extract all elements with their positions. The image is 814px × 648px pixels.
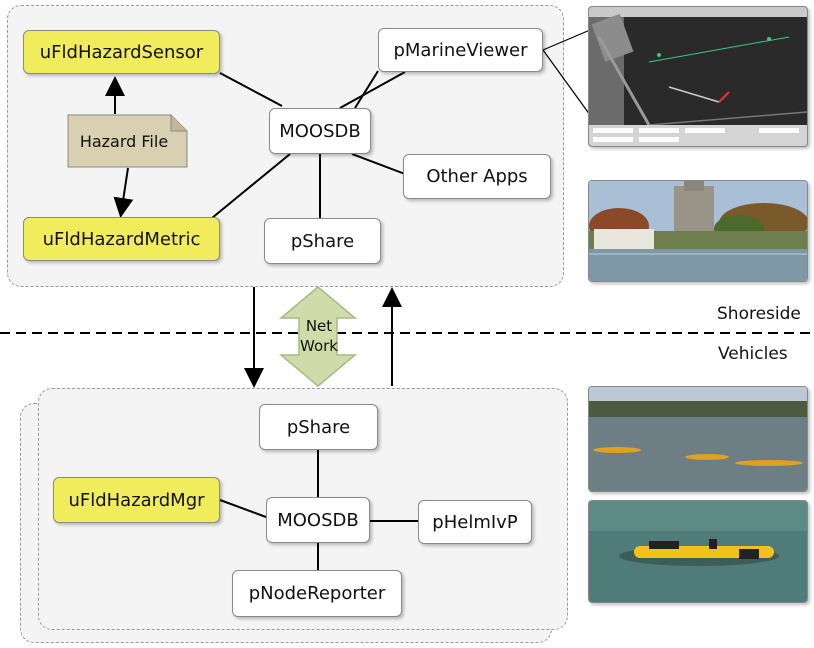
vehicle-pshare-box: pShare	[259, 404, 378, 450]
uFldHazardMetric-label: uFldHazardMetric	[42, 228, 201, 250]
hazard-file-icon	[67, 114, 188, 168]
vehicle-closeup-photo	[588, 500, 808, 603]
network-label-line1: Net	[305, 317, 333, 335]
shoreside-photo	[588, 180, 808, 282]
shoreside-pshare-label: pShare	[290, 230, 355, 252]
shoreside-moosdb-box: MOOSDB	[269, 108, 371, 154]
other-apps-box: Other Apps	[403, 154, 551, 199]
pMarineViewer-box: pMarineViewer	[378, 28, 543, 72]
pHelmIvP-label: pHelmIvP	[432, 511, 518, 533]
vehicles-label: Vehicles	[718, 344, 788, 364]
uFldHazardMgr-box: uFldHazardMgr	[53, 477, 220, 523]
shoreside-pshare-box: pShare	[264, 218, 381, 264]
marine-viewer-screenshot	[588, 6, 808, 147]
hazard-file-label: Hazard File	[79, 131, 169, 151]
uFldHazardMetric-box: uFldHazardMetric	[23, 217, 220, 261]
pNodeReporter-box: pNodeReporter	[232, 570, 402, 617]
vehicles-photo-image	[589, 387, 807, 491]
network-label-line2: Work	[300, 337, 338, 355]
uFldHazardSensor-label: uFldHazardSensor	[39, 41, 204, 63]
vehicles-photo	[588, 386, 808, 492]
vehicle-moosdb-box: MOOSDB	[266, 497, 370, 543]
network-arrow	[278, 286, 358, 387]
network-label: Net Work	[298, 316, 340, 356]
shoreside-photo-image	[589, 181, 807, 281]
pHelmIvP-box: pHelmIvP	[418, 500, 532, 544]
link-moosdb-viewer	[354, 70, 379, 109]
hazard-file-node: Hazard File	[67, 114, 188, 168]
vehicle-moosdb-label: MOOSDB	[277, 509, 359, 531]
marine-viewer-screenshot-image	[589, 7, 807, 146]
vehicle-closeup-photo-image	[589, 501, 807, 602]
other-apps-label: Other Apps	[426, 166, 528, 187]
pMarineViewer-label: pMarineViewer	[393, 39, 528, 61]
uFldHazardSensor-box: uFldHazardSensor	[23, 30, 220, 74]
uFldHazardMgr-label: uFldHazardMgr	[68, 489, 205, 511]
vehicle-pshare-label: pShare	[286, 416, 351, 438]
pNodeReporter-label: pNodeReporter	[248, 583, 386, 604]
shoreside-label: Shoreside	[717, 304, 801, 324]
shoreside-moosdb-label: MOOSDB	[279, 120, 361, 142]
